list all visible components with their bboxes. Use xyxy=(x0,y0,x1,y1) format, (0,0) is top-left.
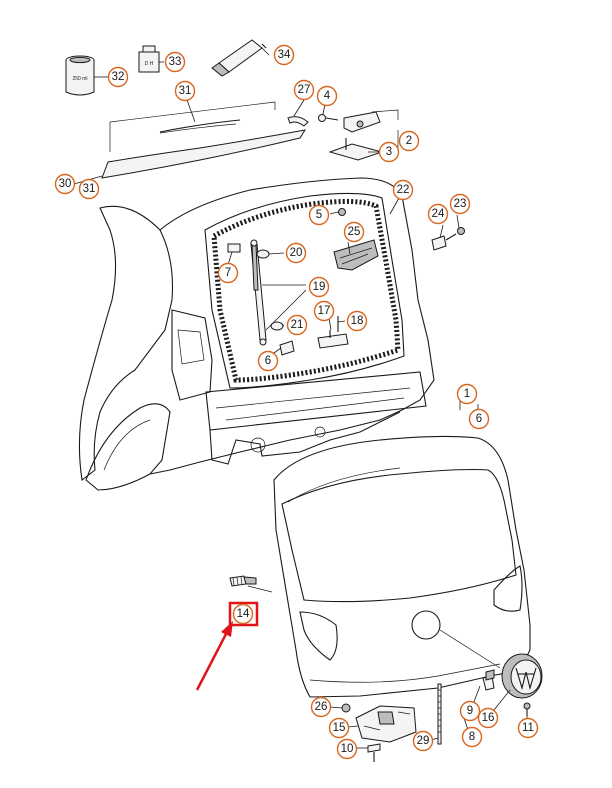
callout-18: 18 xyxy=(346,310,368,332)
svg-text:4: 4 xyxy=(324,90,331,102)
part-11-screw xyxy=(523,702,531,716)
svg-text:10: 10 xyxy=(341,743,354,755)
callout-14-highlighted: 14 xyxy=(228,601,259,627)
part-25-bracket xyxy=(333,239,379,271)
svg-text:20: 20 xyxy=(290,247,303,259)
svg-text:1: 1 xyxy=(464,388,470,400)
svg-text:26: 26 xyxy=(315,701,328,713)
svg-text:22: 22 xyxy=(397,184,410,196)
svg-text:8: 8 xyxy=(469,731,475,743)
gas-strut xyxy=(227,239,295,356)
svg-text:18: 18 xyxy=(351,315,364,327)
svg-text:32: 32 xyxy=(112,71,125,83)
svg-text:27: 27 xyxy=(298,84,311,96)
svg-text:21: 21 xyxy=(291,319,304,331)
callout-1: 1 xyxy=(456,383,478,405)
callout-8: 8 xyxy=(461,726,483,748)
highlight-arrow xyxy=(195,621,233,691)
callout-19: 19 xyxy=(308,276,330,298)
callout-23: 23 xyxy=(449,193,471,215)
callout-20: 20 xyxy=(285,242,307,264)
part-31-spoiler xyxy=(101,101,307,179)
callout-33: 33 xyxy=(164,51,186,73)
part-29-rod xyxy=(437,683,442,745)
part-32-container: 250 ml xyxy=(65,55,95,96)
svg-text:31: 31 xyxy=(179,85,192,97)
hinge-assembly xyxy=(287,109,399,161)
svg-text:11: 11 xyxy=(522,722,534,734)
callout-11: 11 xyxy=(517,717,539,739)
callout-3: 3 xyxy=(378,141,400,163)
callout-6-right: 6 xyxy=(468,408,490,430)
part-5-nut xyxy=(338,208,346,216)
svg-text:9: 9 xyxy=(467,705,473,717)
callout-34: 34 xyxy=(273,44,295,66)
callout-2: 2 xyxy=(398,130,420,152)
callout-31-side: 31 xyxy=(78,178,100,200)
callout-27: 27 xyxy=(293,79,315,101)
svg-text:30: 30 xyxy=(59,178,72,190)
tailgate xyxy=(273,435,531,698)
callout-6-top: 6 xyxy=(257,350,279,372)
callout-5: 5 xyxy=(308,204,330,226)
callout-25: 25 xyxy=(343,221,365,243)
part-32-volume-label: 250 ml xyxy=(72,76,87,82)
part-26-nut xyxy=(341,703,351,713)
part-23-24-fasteners xyxy=(431,227,465,251)
svg-text:31: 31 xyxy=(83,183,96,195)
callout-4: 4 xyxy=(316,85,338,107)
svg-text:16: 16 xyxy=(482,712,495,724)
svg-text:23: 23 xyxy=(454,198,467,210)
callout-16: 16 xyxy=(477,707,499,729)
svg-text:19: 19 xyxy=(313,281,326,293)
part-9-clip xyxy=(482,669,495,691)
callout-9: 9 xyxy=(459,700,481,722)
part-20-bushing xyxy=(256,249,270,259)
svg-text:6: 6 xyxy=(265,355,271,367)
svg-text:3: 3 xyxy=(386,146,392,158)
callout-31-top: 31 xyxy=(174,80,196,102)
svg-text:7: 7 xyxy=(225,267,231,279)
part-33-jar: D H xyxy=(138,45,160,73)
callout-30: 30 xyxy=(54,173,76,195)
svg-text:6: 6 xyxy=(476,413,482,425)
svg-text:33: 33 xyxy=(169,56,182,68)
callout-10: 10 xyxy=(336,738,358,760)
part-16-emblem-handle xyxy=(501,653,543,699)
part-17-18-striker xyxy=(317,316,349,349)
svg-text:15: 15 xyxy=(333,722,346,734)
part-14-bolt xyxy=(229,575,273,593)
svg-text:29: 29 xyxy=(417,735,430,747)
svg-text:25: 25 xyxy=(348,226,361,238)
part-33-jar-label: D H xyxy=(145,61,154,67)
callout-22: 22 xyxy=(392,179,414,201)
part-15-lock xyxy=(355,705,417,743)
svg-text:14: 14 xyxy=(237,608,250,620)
svg-text:17: 17 xyxy=(318,305,331,317)
callout-21: 21 xyxy=(286,314,308,336)
callout-29: 29 xyxy=(412,730,434,752)
car-body xyxy=(78,177,435,491)
callout-7: 7 xyxy=(217,262,239,284)
callout-26: 26 xyxy=(310,696,332,718)
part-34-tube xyxy=(211,39,267,77)
leader-31-top xyxy=(186,99,196,123)
callout-24: 24 xyxy=(427,203,449,225)
part-10-screw xyxy=(367,743,381,762)
svg-text:2: 2 xyxy=(406,135,412,147)
svg-text:24: 24 xyxy=(432,208,445,220)
callout-15: 15 xyxy=(328,717,350,739)
svg-text:34: 34 xyxy=(278,49,291,61)
svg-text:5: 5 xyxy=(316,209,322,221)
callout-17: 17 xyxy=(313,300,335,322)
callout-32: 32 xyxy=(107,66,129,88)
